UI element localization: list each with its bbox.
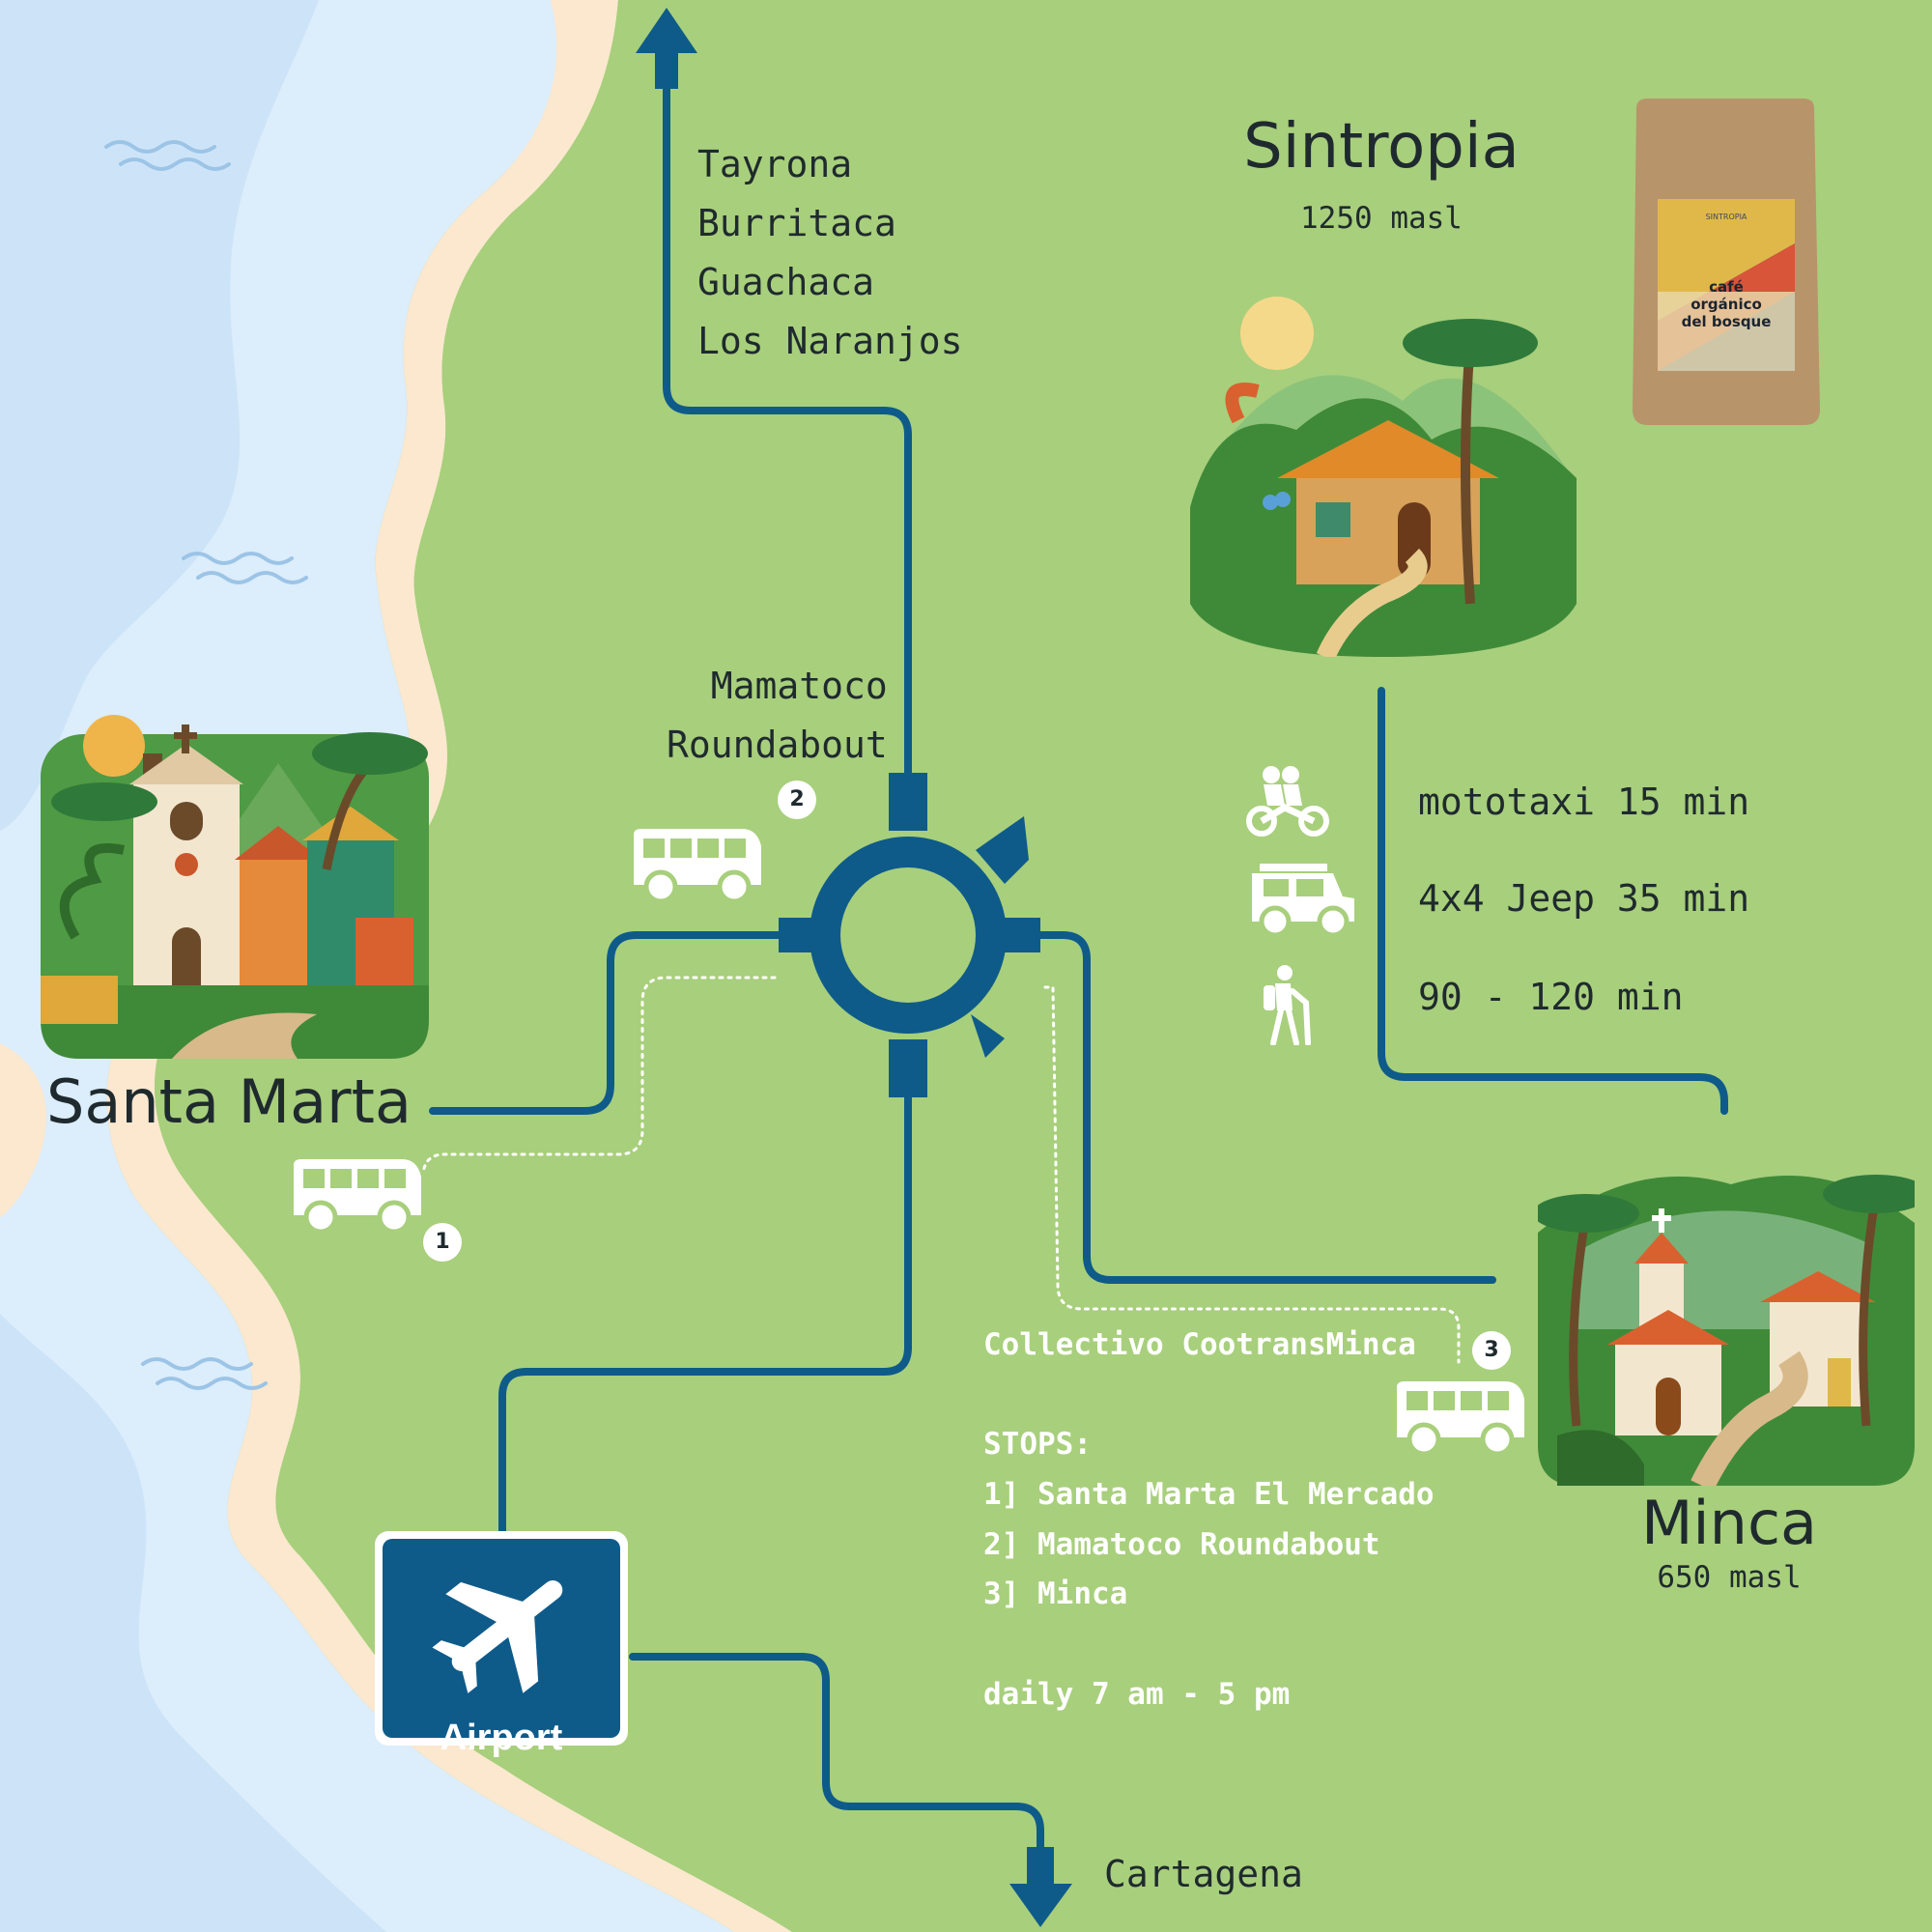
- santa-marta-illustration: [41, 715, 429, 1059]
- bus-icon: [634, 829, 761, 904]
- road-network: [429, 83, 1728, 1859]
- destination-burritaca: Burritaca: [697, 202, 896, 244]
- roundabout-label-line2: Roundabout: [667, 724, 888, 766]
- jeep-icon: [1252, 864, 1354, 937]
- hiker-icon: [1264, 965, 1311, 1045]
- beach: [106, 0, 792, 1932]
- sea-deep-2: [0, 1314, 386, 1932]
- north-destinations: Tayrona Burritaca Guachaca Los Naranjos: [697, 135, 963, 371]
- airport-label: Airport: [440, 1718, 563, 1758]
- destination-tayrona: Tayrona: [697, 143, 853, 185]
- sintropia-title: Sintropia: [1243, 111, 1520, 183]
- coffee-bag-line1: café: [1709, 278, 1744, 296]
- sintropia-altitude: 1250 masl: [1300, 201, 1463, 236]
- transport-hike: 90 - 120 min: [1418, 976, 1684, 1018]
- santa-marta-title: Santa Marta: [46, 1066, 412, 1137]
- stop-number-1: 1: [423, 1223, 462, 1262]
- beach-left: [0, 1043, 46, 1217]
- bus-icon: [1397, 1381, 1524, 1457]
- sintropia-illustration: [1190, 297, 1577, 657]
- road-sintropia-minca: [1378, 687, 1728, 1115]
- cartagena-label: Cartagena: [1104, 1853, 1303, 1895]
- arrow-down-icon: [1009, 1847, 1072, 1927]
- coffee-bag: SINTROPIA café orgánico del bosque: [1629, 99, 1822, 425]
- road-airport: [498, 1088, 912, 1535]
- arrow-up-icon: [636, 8, 697, 89]
- road-santa-marta: [429, 931, 784, 1115]
- collectivo-title: Collectivo CootransMinca: [983, 1327, 1416, 1362]
- minca-altitude: 650 masl: [1657, 1560, 1802, 1595]
- bus-icon: [294, 1159, 421, 1235]
- road-north: [663, 83, 912, 786]
- collectivo-stop-2: 2] Mamatoco Roundabout: [983, 1527, 1380, 1562]
- collectivo-schedule: daily 7 am - 5 pm: [983, 1677, 1291, 1712]
- transport-mototaxi: mototaxi 15 min: [1418, 781, 1750, 823]
- stop-number-3: 3: [1472, 1331, 1511, 1370]
- airplane-icon: [432, 1580, 563, 1693]
- motorcycle-icon: [1246, 766, 1329, 837]
- coffee-bag-brand: SINTROPIA: [1705, 213, 1747, 221]
- collectivo-stop-1: 1] Santa Marta El Mercado: [983, 1477, 1435, 1512]
- roundabout-label: Mamatoco Roundabout: [667, 657, 888, 775]
- minca-title: Minca: [1640, 1488, 1818, 1558]
- destination-guachaca: Guachaca: [697, 261, 875, 303]
- minca-illustration: [1538, 1175, 1915, 1486]
- road-cartagena: [629, 1653, 1044, 1859]
- stop-number-2: 2: [778, 781, 816, 819]
- road-minca: [1035, 931, 1496, 1284]
- collectivo-stop-3: 3] Minca: [983, 1577, 1128, 1611]
- coffee-bag-graphic: [1633, 99, 1820, 425]
- roundabout-icon: [779, 773, 1040, 1097]
- coffee-bag-line3: del bosque: [1681, 313, 1772, 330]
- bus-route-dotted: [421, 976, 1461, 1364]
- destination-los-naranjos: Los Naranjos: [697, 320, 963, 362]
- roundabout-label-line1: Mamatoco: [710, 665, 888, 707]
- coffee-bag-line2: orgánico: [1690, 296, 1762, 313]
- collectivo-stops-heading: STOPS:: [983, 1427, 1092, 1462]
- sea-deep-1: [0, 0, 319, 831]
- transport-jeep: 4x4 Jeep 35 min: [1418, 877, 1750, 920]
- wave-icon: [104, 140, 308, 1390]
